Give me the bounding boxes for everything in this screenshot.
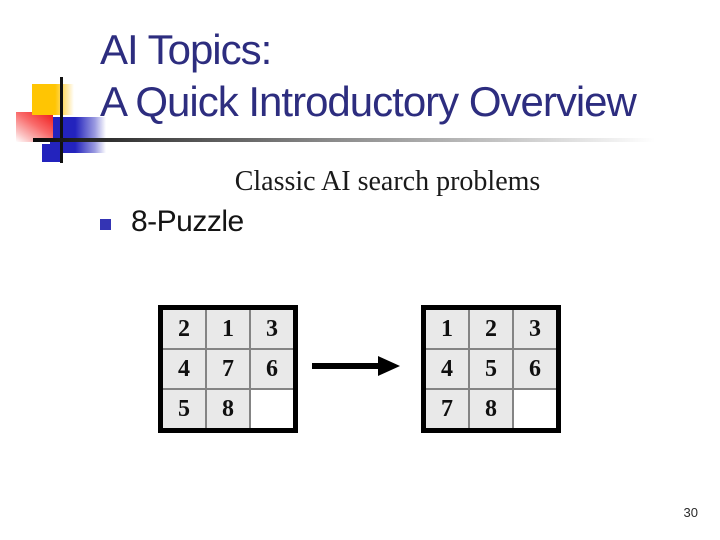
puzzle-cell: 6 (249, 348, 297, 390)
puzzle-cell: 4 (422, 348, 470, 390)
subtitle: Classic AI search problems (234, 166, 541, 197)
right-arrow-icon (312, 356, 400, 376)
puzzle-cell: 8 (205, 388, 251, 432)
table-row: 2 1 3 (159, 306, 297, 350)
puzzle-cell: 7 (205, 348, 251, 390)
table-row: 7 8 (422, 388, 560, 432)
puzzle-cell: 5 (159, 388, 207, 432)
puzzle-cell: 8 (468, 388, 514, 432)
table-row: 4 5 6 (422, 348, 560, 390)
bullet-label: 8-Puzzle (131, 205, 244, 238)
accent-yellow-square-icon (32, 84, 74, 115)
puzzle-cell: 4 (159, 348, 207, 390)
puzzle-cell: 5 (468, 348, 514, 390)
puzzle-cell: 6 (512, 348, 560, 390)
puzzle-cell (512, 388, 560, 432)
puzzle-cell: 2 (159, 306, 207, 350)
puzzle-cell: 3 (512, 306, 560, 350)
slide-title-line1: AI Topics: (100, 26, 272, 73)
page-number: 30 (683, 505, 698, 520)
bullet-item: 8-Puzzle (100, 205, 244, 239)
slide-title: AI Topics: A Quick Introductory Overview (100, 24, 700, 128)
puzzle-cell: 1 (422, 306, 470, 350)
accent-blue-small-square-icon (42, 144, 62, 162)
puzzle-cell: 1 (205, 306, 251, 350)
slide-title-line2: A Quick Introductory Overview (100, 78, 637, 125)
table-row: 4 7 6 (159, 348, 297, 390)
puzzle-cell: 2 (468, 306, 514, 350)
title-underline-rule (33, 138, 695, 142)
crosshair-vertical-line (60, 77, 63, 163)
corner-decoration (0, 0, 300, 180)
puzzle-cell (249, 388, 297, 432)
puzzle-cell: 7 (422, 388, 470, 432)
square-bullet-icon (100, 218, 111, 230)
puzzle-cell: 3 (249, 306, 297, 350)
puzzle-start-grid: 2 1 3 4 7 6 5 8 (158, 305, 298, 433)
table-row: 1 2 3 (422, 306, 560, 350)
accent-red-square-icon (16, 112, 53, 142)
puzzle-goal-grid: 1 2 3 4 5 6 7 8 (421, 305, 561, 433)
table-row: 5 8 (159, 388, 297, 432)
